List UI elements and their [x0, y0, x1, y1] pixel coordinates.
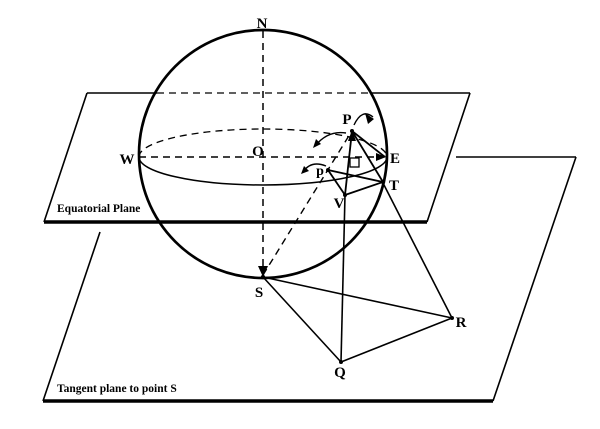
angle-arrow-low-icon [301, 166, 309, 174]
axis-arrowhead-e-icon [376, 153, 386, 161]
angle-arc-top [353, 113, 374, 126]
equatorial-plane-left-edge [43, 92, 88, 223]
tangent-plane-label: Tangent plane to point S [57, 383, 177, 395]
line-p-t [351, 130, 384, 183]
equatorial-plane-right-edge [426, 92, 471, 223]
line-v-q [340, 194, 346, 363]
line-s-r [262, 276, 453, 319]
line-p-small-v [327, 169, 346, 196]
point-q [339, 360, 343, 364]
point-label-p-small: p [316, 164, 324, 179]
point-labels: N W O E P p T V S Q R [120, 16, 467, 381]
line-t-r [382, 182, 453, 319]
point-p-small [326, 168, 330, 172]
line-p-small-t [327, 169, 384, 183]
tangent-plane-left-edge [42, 231, 101, 402]
equator-front-arc [138, 156, 388, 186]
point-r [450, 316, 454, 320]
angle-arrows [301, 113, 374, 174]
point-label-v: V [334, 196, 345, 212]
angle-arrow-mid-icon [313, 139, 321, 148]
equator-back-arc [138, 128, 388, 158]
axis-arrowhead-s-icon [258, 266, 268, 277]
projection-ray-s-p [262, 133, 351, 276]
equatorial-plane: Equatorial Plane [43, 92, 471, 224]
point-t [380, 179, 386, 185]
line-v-t [344, 181, 384, 196]
tangent-plane-right-edge [492, 156, 577, 402]
axes [139, 31, 386, 277]
point-label-r: R [456, 315, 467, 331]
line-s-q [262, 276, 342, 363]
line-p-e [351, 130, 386, 158]
projection-construction [260, 129, 454, 364]
point-label-n: N [257, 16, 268, 32]
tangent-plane: Tangent plane to point S [42, 156, 577, 403]
point-p [350, 129, 354, 133]
point-label-e: E [390, 151, 400, 167]
right-angle-marker-icon [349, 157, 360, 168]
line-q-r [340, 317, 453, 363]
point-label-p: P [342, 112, 351, 128]
equatorial-plane-label: Equatorial Plane [57, 203, 140, 215]
angle-arrow-top-icon [365, 113, 374, 124]
point-label-t: T [389, 178, 399, 194]
point-s [260, 274, 266, 280]
point-label-s: S [255, 285, 263, 301]
point-label-q: Q [334, 365, 346, 381]
point-label-o: O [252, 144, 264, 160]
arrowhead-at-p-icon [348, 130, 356, 141]
line-p-v [344, 130, 353, 196]
point-label-w: W [120, 152, 135, 168]
point-v [343, 193, 347, 197]
